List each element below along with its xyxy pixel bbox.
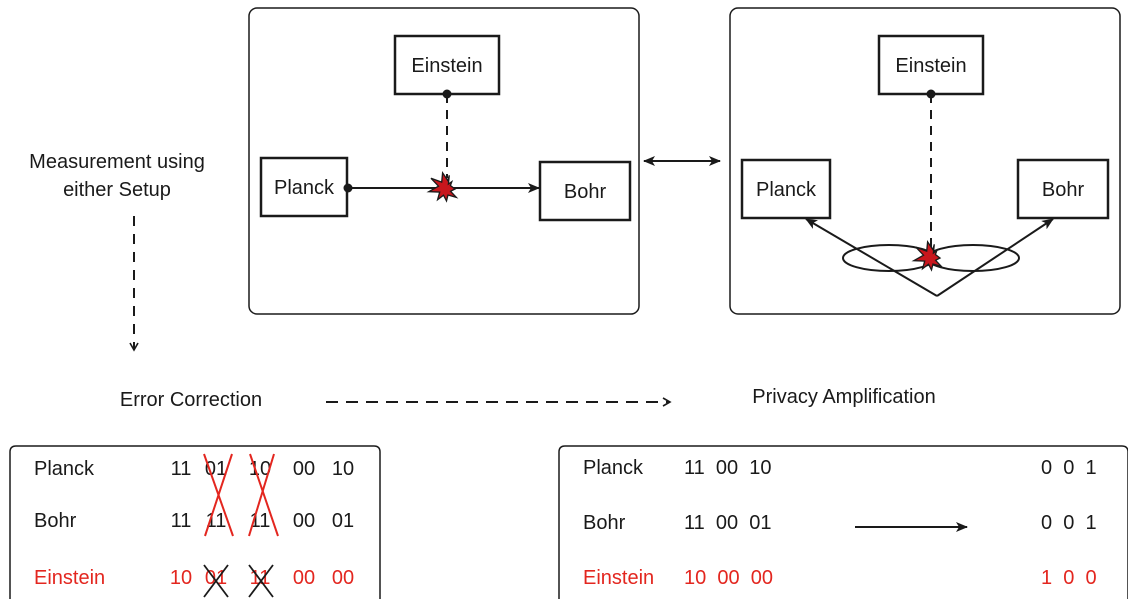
bit-pair: 00 (293, 567, 315, 589)
bit-pair: 01 (332, 510, 354, 532)
planck-source-dot (343, 183, 353, 193)
privacy-row-name: Einstein (583, 567, 654, 589)
privacy-result: 0 0 1 (1041, 512, 1097, 534)
source-arrow-to-bohr (936, 218, 1054, 297)
bit-pair: 11 (206, 510, 227, 532)
setup-left-frame (248, 7, 640, 315)
discard-cross-red (249, 453, 279, 537)
bit-pair: 10 (332, 458, 354, 480)
bit-pair: 10 (249, 458, 271, 480)
bohr-label-left: Bohr (564, 181, 607, 203)
discard-cross-red (204, 453, 233, 537)
bit-pair: 11 (171, 458, 192, 480)
einstein-box-left (393, 34, 501, 96)
discard-cross-black (248, 564, 274, 598)
privacy-result: 0 0 1 (1041, 457, 1097, 479)
einstein-tap-dot-right (926, 89, 936, 99)
bit-pair: 00 (293, 510, 315, 532)
error-correction-label: Error Correction (120, 389, 262, 411)
error-row-name: Bohr (34, 510, 77, 532)
privacy-row-name: Bohr (583, 512, 626, 534)
error-table-frame (9, 445, 381, 599)
eavesdrop-star-left (426, 171, 459, 203)
planck-label-right: Planck (756, 179, 817, 201)
eavesdrop-star-right (911, 240, 944, 272)
einstein-tap-dot-left (442, 89, 452, 99)
privacy-bits: 10 00 00 (684, 567, 773, 589)
bohr-box-right (1016, 158, 1110, 220)
bohr-box-left (538, 160, 632, 222)
discard-cross-black (203, 564, 229, 598)
measurement-label-line2: either Setup (63, 179, 171, 201)
measurement-label-line1: Measurement using (29, 151, 205, 173)
error-row-name: Planck (34, 458, 95, 480)
bit-pair: 00 (293, 458, 315, 480)
error-row-name: Einstein (34, 567, 105, 589)
einstein-label-right: Einstein (895, 55, 966, 77)
planck-box-right (740, 158, 832, 220)
planck-label-left: Planck (274, 177, 335, 199)
error-correction-table: Planck Bohr Einstein 11 01 10 00 10 11 1… (9, 445, 381, 599)
privacy-bits: 11 00 10 (684, 457, 771, 479)
bohr-label-right: Bohr (1042, 179, 1085, 201)
source-arrow-to-planck (805, 218, 938, 297)
privacy-row-name: Planck (583, 457, 644, 479)
setup-right-panel: Einstein Planck Bohr (729, 7, 1121, 315)
privacy-amplification-table: Planck Bohr Einstein 11 00 10 11 00 01 1… (558, 445, 1128, 599)
setup-left-panel: Einstein Planck Bohr (248, 7, 640, 315)
bit-pair: 11 (171, 510, 192, 532)
privacy-amplification-label: Privacy Amplification (752, 386, 935, 408)
privacy-bits: 11 00 01 (684, 512, 771, 534)
bit-pair: 00 (332, 567, 354, 589)
bit-pair: 10 (170, 567, 192, 589)
einstein-label-left: Einstein (411, 55, 482, 77)
setup-right-frame (729, 7, 1121, 315)
discard-cross-red (248, 453, 275, 537)
privacy-result: 1 0 0 (1041, 567, 1097, 589)
